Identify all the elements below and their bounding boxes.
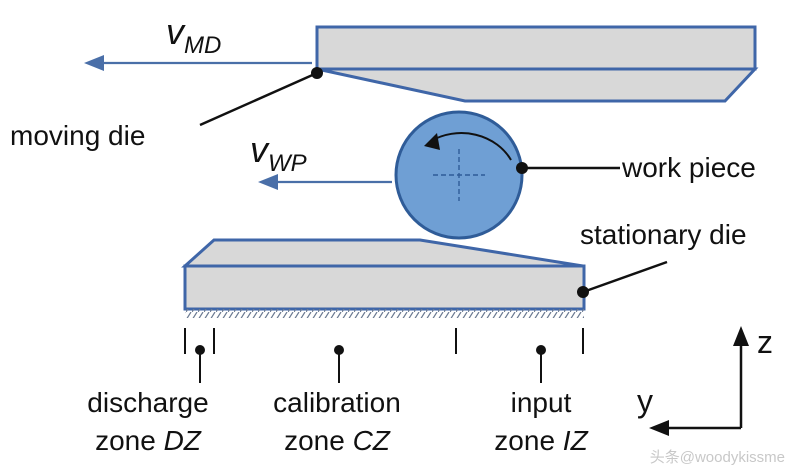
- y-axis-label: y: [637, 383, 653, 419]
- stationary-die-leader: [577, 260, 668, 298]
- stationary-die-label: stationary die: [580, 219, 747, 250]
- work-piece-label: work piece: [621, 152, 756, 183]
- work-piece-leader: [516, 162, 620, 174]
- work-piece-velocity-arrow: [258, 174, 392, 190]
- input-zone-label-line2: zone IZ: [494, 425, 588, 456]
- calibration-zone-label-line2: zone CZ: [284, 425, 391, 456]
- work-piece-velocity-label: vWP: [250, 129, 307, 177]
- input-zone-label-line1: input: [511, 387, 572, 418]
- z-axis-arrowhead: [733, 326, 749, 346]
- watermark: 头条@woodykissme: [650, 449, 785, 466]
- stationary-die: [181, 238, 586, 318]
- moving-die-velocity-arrow: [84, 55, 312, 71]
- zone-boundary-ticks: [184, 328, 584, 354]
- moving-die-velocity-label: vMD: [166, 11, 221, 59]
- moving-die-label: moving die: [10, 120, 145, 151]
- discharge-zone-label-line1: discharge: [87, 387, 208, 418]
- stationary-die-hatching: [185, 309, 584, 318]
- z-axis-label: z: [757, 324, 773, 360]
- coordinate-axes: [649, 326, 749, 436]
- discharge-zone-label-line2: zone DZ: [95, 425, 202, 456]
- zone-markers: [195, 345, 546, 383]
- calibration-zone-label-line1: calibration: [273, 387, 401, 418]
- moving-die: [315, 25, 759, 103]
- y-axis-arrowhead: [649, 420, 669, 436]
- moving-die-leader: [199, 67, 323, 127]
- curved-rotation-arrow-icon: [424, 132, 512, 161]
- crosshair-icon: [433, 149, 485, 201]
